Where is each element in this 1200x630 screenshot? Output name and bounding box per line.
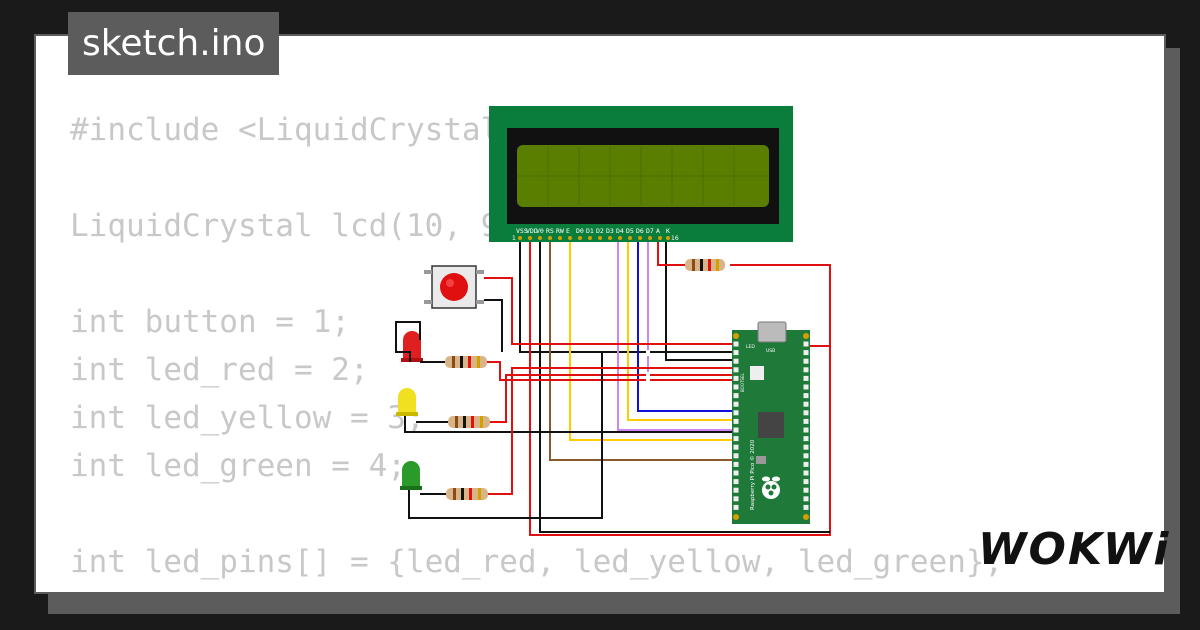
- lcd-pin-first: 1: [512, 235, 516, 242]
- raspberry-pi-logo-icon: [762, 476, 780, 499]
- pico-pin: [733, 367, 739, 373]
- pico-pin: [803, 410, 809, 416]
- pico-pin: [733, 350, 739, 356]
- lcd-pin-label: D2: [596, 227, 604, 235]
- push-button-icon[interactable]: [424, 265, 484, 309]
- resistor-icon: [685, 259, 725, 271]
- lcd-pin-label: D1: [586, 227, 594, 235]
- pico-pin: [733, 504, 739, 510]
- filename-tab[interactable]: sketch.ino: [68, 12, 280, 75]
- pico-pin: [803, 427, 809, 433]
- pico-pin: [733, 393, 739, 399]
- pico-pin: [733, 401, 739, 407]
- lcd-pin-label: E: [566, 227, 570, 235]
- pico-pin: [803, 393, 809, 399]
- pico-pin: [803, 341, 809, 347]
- lcd-pin-label: K: [666, 227, 670, 235]
- lcd-pin-label: D6: [636, 227, 644, 235]
- lcd-pin-label: VDD: [526, 227, 538, 235]
- pico-pin: [803, 470, 809, 476]
- lcd-pin-label: D4: [616, 227, 624, 235]
- lcd-pin-label: D7: [646, 227, 654, 235]
- pico-pin: [733, 487, 739, 493]
- resistor-icon: [448, 416, 490, 428]
- pico-pin: [733, 453, 739, 459]
- pico-pin: [803, 444, 809, 450]
- led-label: LED: [746, 344, 755, 350]
- code-line: int led_pins[] = {led_red, led_yellow, l…: [70, 544, 1004, 580]
- pico-pin: [733, 444, 739, 450]
- lcd-pin-label: RS: [546, 227, 554, 235]
- pico-pin: [803, 401, 809, 407]
- green-led-icon[interactable]: [400, 461, 422, 490]
- pico-pin: [803, 496, 809, 502]
- lcd-pin-label: VSS: [516, 227, 528, 235]
- bootsel-label: BOOTSEL: [740, 373, 745, 392]
- resistor-icon: [446, 488, 488, 500]
- pico-pin: [733, 375, 739, 381]
- pico-pin: [733, 436, 739, 442]
- raspberry-pi-pico-board[interactable]: USB LED BOOTSEL Raspberry Pi Pico © 2020: [732, 321, 810, 524]
- wokwi-logo: WOKWi: [978, 524, 1171, 575]
- pico-pin: [733, 358, 739, 364]
- pico-pin: [803, 358, 809, 364]
- pico-pin: [733, 479, 739, 485]
- yellow-led-icon[interactable]: [396, 388, 418, 416]
- code-line: int led_green = 4;: [70, 448, 406, 484]
- code-line: int button = 1;: [70, 304, 350, 340]
- pico-pin: [733, 418, 739, 424]
- pico-pin: [733, 496, 739, 502]
- lcd-pin-label: D0: [576, 227, 584, 235]
- pico-pin: [803, 384, 809, 390]
- pico-pin: [803, 453, 809, 459]
- pico-pin: [733, 410, 739, 416]
- pico-pin: [733, 384, 739, 390]
- lcd-pin-label: D3: [606, 227, 614, 235]
- pico-pin: [803, 479, 809, 485]
- pico-pin: [803, 375, 809, 381]
- usb-label: USB: [766, 348, 775, 354]
- pico-pin: [803, 418, 809, 424]
- resistor-icon: [445, 356, 487, 368]
- pico-pin: [803, 436, 809, 442]
- pico-pin: [803, 461, 809, 467]
- lcd-pin-label: V0: [536, 227, 544, 235]
- pico-pin: [733, 461, 739, 467]
- pico-pin: [803, 487, 809, 493]
- lcd-pin-label: A: [656, 227, 660, 235]
- pico-pin: [803, 367, 809, 373]
- lcd-pin-label: RW: [556, 227, 564, 235]
- pico-pin: [803, 350, 809, 356]
- pico-pin: [733, 341, 739, 347]
- code-line: int led_red = 2;: [70, 352, 369, 388]
- pico-pin: [733, 470, 739, 476]
- lcd-pin-last: 16: [671, 235, 679, 242]
- pico-pin: [803, 504, 809, 510]
- board-label: Raspberry Pi Pico © 2020: [749, 439, 756, 510]
- pico-pin: [733, 427, 739, 433]
- lcd-pin-label: D5: [626, 227, 634, 235]
